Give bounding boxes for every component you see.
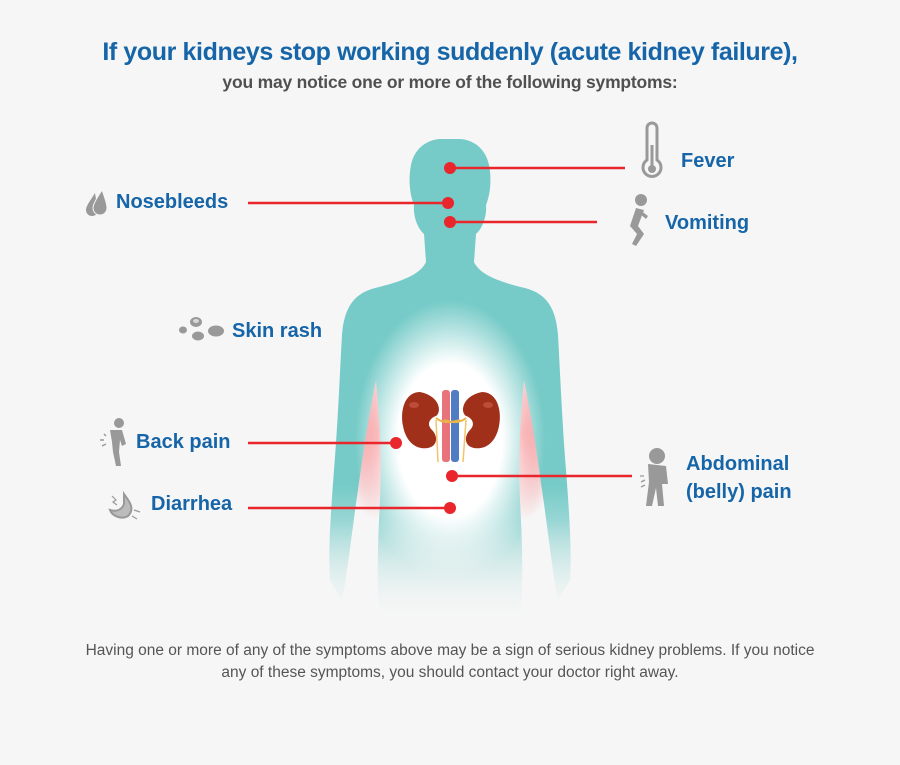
skin-rash-icon xyxy=(179,317,224,341)
thermometer-icon xyxy=(641,121,663,178)
kidneys-illustration xyxy=(402,390,500,463)
symptom-label-abdominal-line2: (belly) pain xyxy=(686,481,792,503)
symptom-label-abdominal: Abdominal xyxy=(686,453,790,475)
abdominal-pain-person-icon xyxy=(640,448,668,506)
footer-line-1: Having one or more of any of the symptom… xyxy=(85,642,815,659)
symptom-label-vomiting: Vomiting xyxy=(665,212,750,234)
footer-note: Having one or more of any of the symptom… xyxy=(40,640,860,684)
symptom-label-diarrhea: Diarrhea xyxy=(151,493,233,515)
symptom-label-fever: Fever xyxy=(681,150,735,172)
page-subtitle: you may notice one or more of the follow… xyxy=(222,72,678,92)
symptom-label-back-pain: Back pain xyxy=(136,431,231,453)
vomiting-person-icon xyxy=(630,194,648,246)
page-title: If your kidneys stop working suddenly (a… xyxy=(102,38,798,66)
symptom-label-nosebleeds: Nosebleeds xyxy=(116,191,229,213)
symptom-connectors xyxy=(248,162,632,514)
footer-line-2: any of these symptoms, you should contac… xyxy=(221,664,679,681)
back-pain-person-icon xyxy=(100,418,126,466)
stomach-icon xyxy=(108,490,141,520)
symptom-label-skin-rash: Skin rash xyxy=(232,320,323,342)
blood-drops-icon xyxy=(86,188,108,216)
